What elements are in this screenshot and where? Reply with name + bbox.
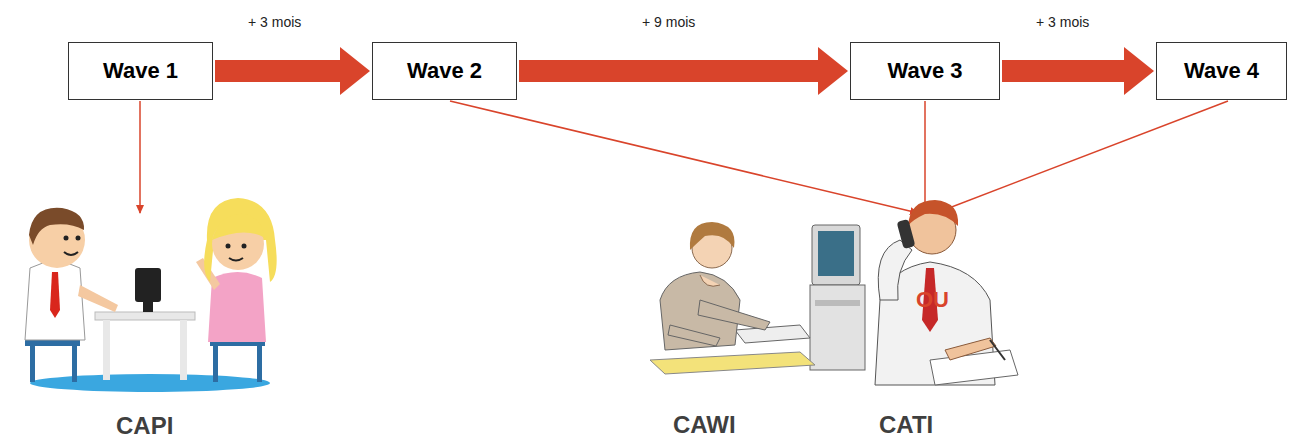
wave-label: Wave 1	[103, 58, 178, 84]
mode-label: CATI	[879, 411, 933, 439]
interval-label: + 3 mois	[1036, 14, 1089, 30]
time-arrow	[215, 47, 370, 95]
capi-illustration	[25, 198, 277, 392]
wave-label: Wave 3	[887, 58, 962, 84]
connector-word: OU	[916, 287, 949, 313]
wave-box: Wave 4	[1156, 42, 1287, 100]
wave-box: Wave 3	[850, 42, 1000, 100]
interval-label: + 9 mois	[642, 14, 695, 30]
cawi-illustration	[650, 222, 865, 374]
wave-label: Wave 4	[1184, 58, 1259, 84]
mode-label: CAWI	[673, 411, 736, 439]
interval-label: + 3 mois	[248, 14, 301, 30]
cati-illustration	[875, 200, 1018, 385]
mode-leader-lines	[140, 101, 1228, 213]
time-arrow	[1002, 47, 1154, 95]
time-arrow	[519, 47, 848, 95]
wave-box: Wave 2	[372, 42, 517, 100]
wave-label: Wave 2	[407, 58, 482, 84]
mode-label: CAPI	[116, 412, 173, 440]
wave-box: Wave 1	[68, 42, 213, 100]
